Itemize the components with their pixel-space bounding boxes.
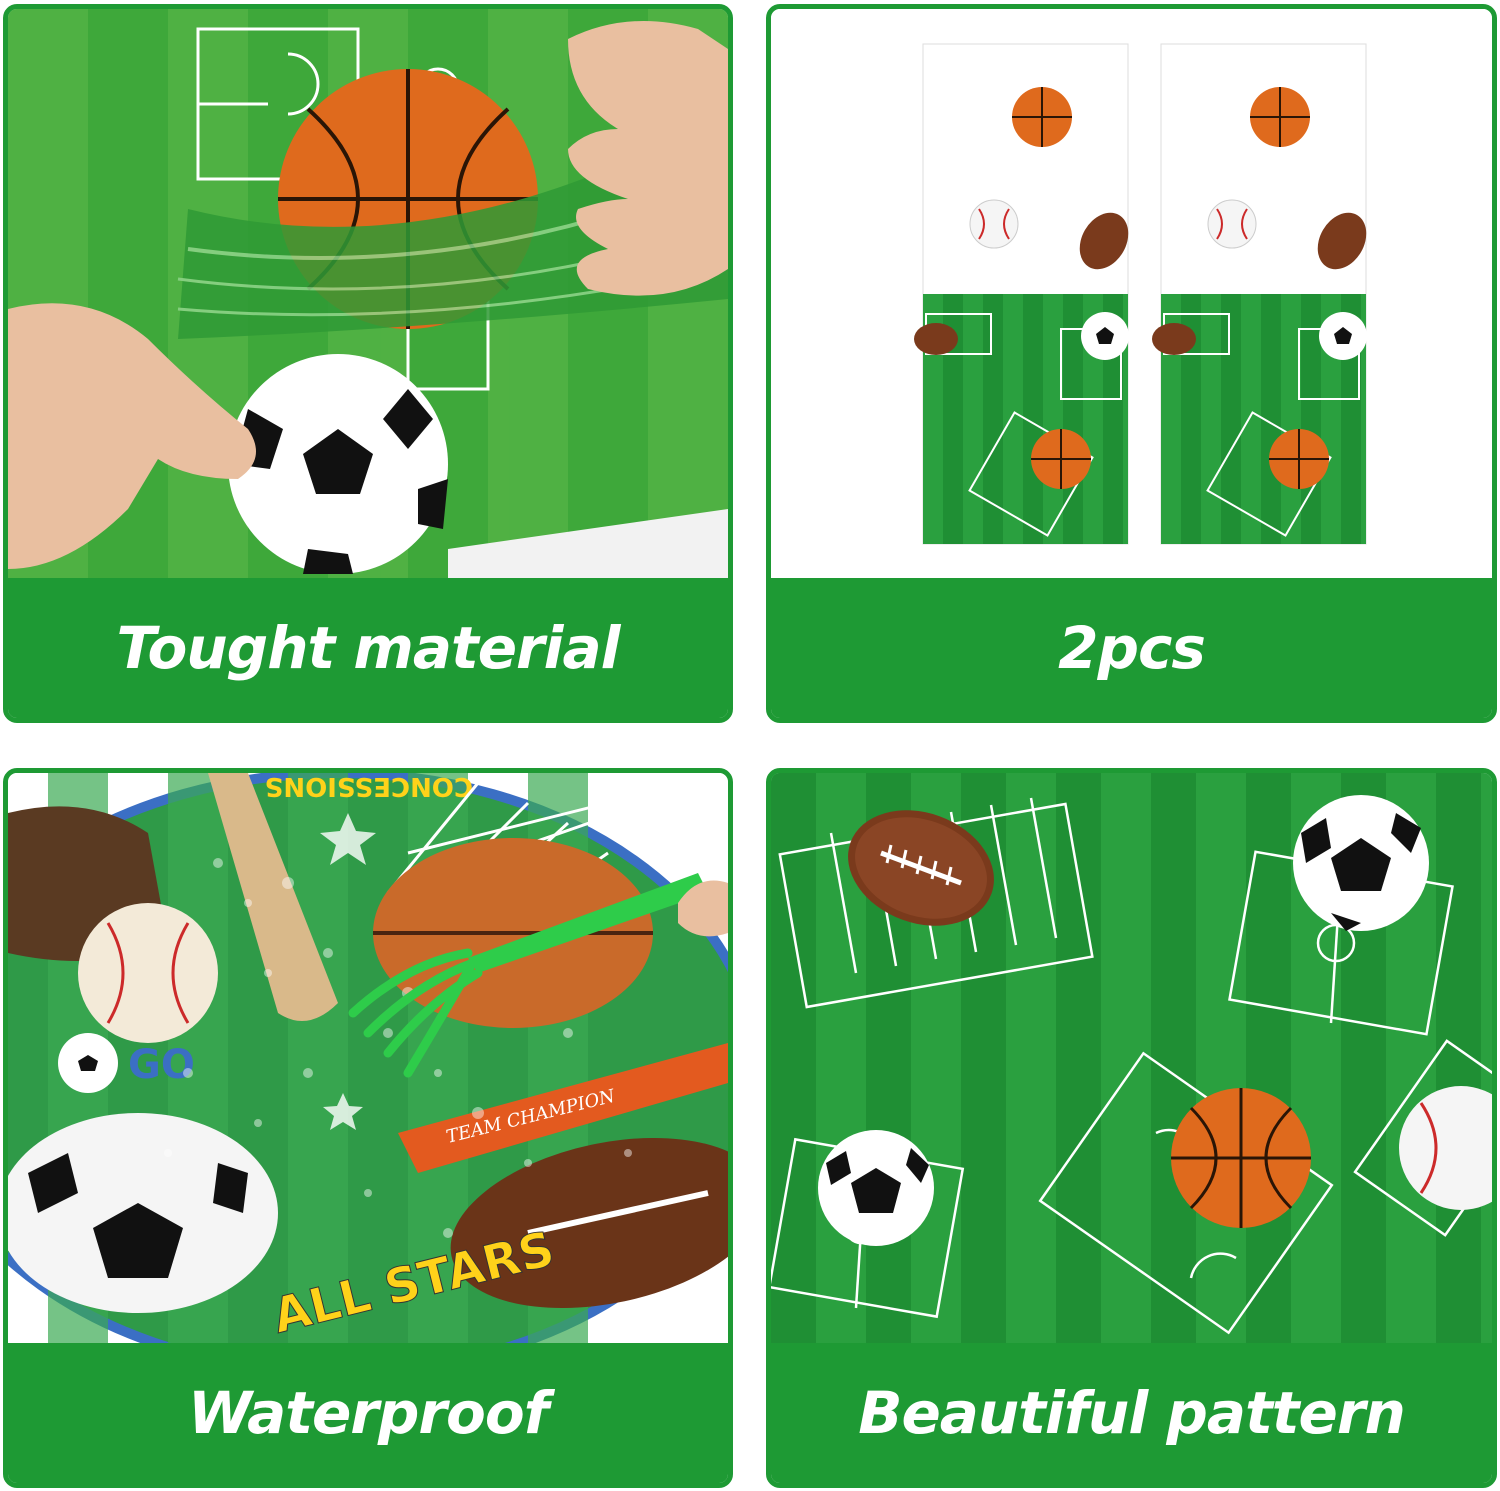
- caption-tough-material: Tought material: [8, 578, 728, 718]
- baseball-icon: [969, 199, 1019, 249]
- plate-arc-text: CONCESSIONS: [265, 773, 473, 801]
- football-icon: [1317, 212, 1367, 270]
- basketball-icon: [1012, 87, 1072, 147]
- basketball-icon: [373, 838, 653, 1028]
- caption-beautiful-pattern: Beautiful pattern: [771, 1343, 1492, 1483]
- soccer-ball-icon: [8, 1113, 278, 1313]
- panel-waterproof: CONCESSIONS TEAM CHAMPION: [3, 768, 733, 1488]
- tablecloth-icon: [914, 43, 1129, 545]
- tablecloth-icon: [1152, 43, 1367, 545]
- pattern-closeup-photo: [771, 773, 1492, 1349]
- two-tablecloths-photo: [771, 9, 1492, 584]
- soccer-ball-icon: [1293, 795, 1429, 931]
- panel-tough-material: Tought material: [3, 4, 733, 723]
- basketball-icon: [1171, 1088, 1311, 1228]
- caption-2pcs: 2pcs: [771, 578, 1492, 718]
- panel-beautiful-pattern: Beautiful pattern: [766, 768, 1497, 1488]
- baseball-icon: [1207, 199, 1257, 249]
- caption-waterproof: Waterproof: [8, 1343, 728, 1483]
- stretched-tablecloth-photo: [8, 9, 728, 584]
- plate-icon: CONCESSIONS TEAM CHAMPION: [8, 773, 728, 1349]
- football-icon: [848, 810, 994, 926]
- wet-plate-photo: CONCESSIONS TEAM CHAMPION: [8, 773, 728, 1349]
- soccer-ball-icon: [1319, 312, 1367, 360]
- baseball-icon: [1399, 1086, 1492, 1210]
- soccer-ball-icon: [228, 354, 448, 574]
- basketball-icon: [1250, 87, 1310, 147]
- plate-logo-text: GO: [128, 1042, 195, 1088]
- soccer-ball-icon: [1081, 312, 1129, 360]
- hand-icon: [8, 21, 728, 569]
- football-icon: [1079, 212, 1129, 270]
- football-icon: [450, 1137, 728, 1309]
- panel-2pcs: 2pcs: [766, 4, 1497, 723]
- fork-icon: [348, 873, 728, 1078]
- baseball-icon: [78, 903, 218, 1043]
- soccer-ball-icon: [818, 1130, 934, 1246]
